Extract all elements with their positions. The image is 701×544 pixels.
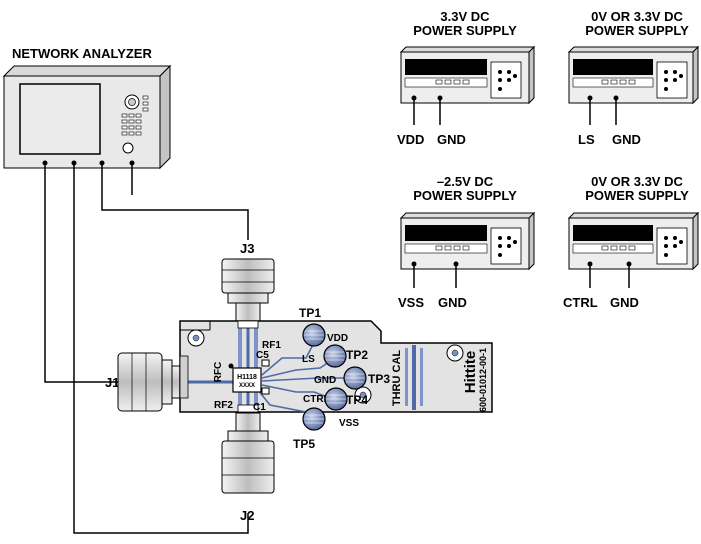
network-analyzer-title: NETWORK ANALYZER bbox=[12, 46, 152, 61]
supply-4-body bbox=[567, 211, 700, 271]
board-pin-vss: VSS bbox=[339, 418, 359, 429]
analyzer-keypad bbox=[121, 95, 149, 136]
board-label-rf2: RF2 bbox=[214, 400, 233, 411]
tp3-label: TP3 bbox=[368, 372, 390, 386]
supply-4-terminal-right: GND bbox=[610, 295, 639, 310]
supply-2-line1: 0V OR 3.3V DC bbox=[591, 9, 683, 24]
board-pin-vdd: VDD bbox=[327, 333, 348, 344]
supply-3-line1: –2.5V DC bbox=[437, 174, 494, 189]
sma-connector-j1 bbox=[117, 352, 187, 412]
supply-1-line2: POWER SUPPLY bbox=[413, 23, 517, 38]
supply-1-terminal-right: GND bbox=[437, 132, 466, 147]
board-pin-ctrl: CTRL bbox=[303, 394, 330, 405]
sma-connector-j2 bbox=[221, 412, 275, 494]
mounting-hole-1 bbox=[187, 329, 205, 347]
cable-j1 bbox=[44, 163, 120, 383]
connector-j3-label: J3 bbox=[240, 241, 254, 256]
supply-2-terminal-left: LS bbox=[578, 132, 595, 147]
cable-j3 bbox=[101, 163, 249, 240]
test-point-tp5 bbox=[302, 407, 326, 431]
supply-3-line2: POWER SUPPLY bbox=[413, 188, 517, 203]
evaluation-board: H1118 XXXX RFC RF1 RF2 C5 C1 THRU CAL Hi… bbox=[179, 320, 493, 429]
board-label-thru-cal: THRU CAL bbox=[391, 350, 403, 406]
supply-4-line2: POWER SUPPLY bbox=[585, 188, 689, 203]
chip-marking-line1: H1118 bbox=[237, 374, 257, 381]
supply-1-terminal-left: VDD bbox=[397, 132, 424, 147]
ground-vias bbox=[238, 324, 423, 410]
analyzer-port-knob bbox=[122, 142, 134, 154]
board-label-rf1: RF1 bbox=[262, 340, 281, 351]
supply-2-body bbox=[567, 45, 700, 105]
supply-1-body bbox=[399, 45, 536, 105]
mounting-hole-3 bbox=[354, 386, 372, 404]
test-point-tp3 bbox=[343, 366, 367, 390]
test-point-tp2 bbox=[323, 344, 347, 368]
board-label-rfc: RFC bbox=[213, 362, 224, 383]
test-point-tp1 bbox=[302, 323, 326, 347]
test-point-tp4 bbox=[324, 387, 348, 411]
power-supply-2: 0V OR 3.3V DC POWER SUPPLY LS GND bbox=[567, 9, 700, 147]
tp4-label: TP4 bbox=[346, 393, 368, 407]
supply-4-terminal-left: CTRL bbox=[563, 295, 598, 310]
supply-2-line2: POWER SUPPLY bbox=[585, 23, 689, 38]
network-analyzer bbox=[2, 64, 172, 170]
power-supply-4: 0V OR 3.3V DC POWER SUPPLY CTRL GND bbox=[563, 174, 700, 310]
connector-j2-label: J2 bbox=[240, 508, 254, 523]
mounting-hole-2 bbox=[446, 344, 464, 362]
connector-j1-label: J1 bbox=[105, 375, 119, 390]
supply-3-terminal-right: GND bbox=[438, 295, 467, 310]
power-supply-1: 3.3V DC POWER SUPPLY VDD GND bbox=[397, 9, 536, 147]
cables bbox=[44, 163, 249, 534]
switch-ic bbox=[232, 367, 262, 393]
board-label-c1: C1 bbox=[253, 402, 266, 413]
supply-2-terminal-right: GND bbox=[612, 132, 641, 147]
supply-3-terminal-left: VSS bbox=[398, 295, 424, 310]
board-logo: Hittite bbox=[462, 351, 479, 394]
supply-3-body bbox=[399, 211, 536, 271]
dc-traces bbox=[257, 334, 350, 421]
sma-connector-j3 bbox=[221, 258, 275, 322]
tp2-label: TP2 bbox=[346, 348, 368, 362]
capacitor-c5 bbox=[261, 359, 270, 367]
board-pin-gnd: GND bbox=[314, 375, 336, 386]
analyzer-screen bbox=[19, 83, 101, 155]
supply-1-line1: 3.3V DC bbox=[440, 9, 490, 24]
tp5-label: TP5 bbox=[293, 437, 315, 451]
board-part-number: 600-01012-00-1 bbox=[478, 348, 488, 412]
power-supply-3: –2.5V DC POWER SUPPLY VSS GND bbox=[398, 174, 536, 310]
capacitor-c1 bbox=[261, 387, 270, 395]
chip-marking-line2: XXXX bbox=[239, 383, 255, 389]
cable-j2 bbox=[73, 163, 249, 534]
board-label-c5: C5 bbox=[256, 350, 269, 361]
board-pin-ls: LS bbox=[302, 354, 315, 365]
supply-4-line1: 0V OR 3.3V DC bbox=[591, 174, 683, 189]
tp1-label: TP1 bbox=[299, 306, 321, 320]
